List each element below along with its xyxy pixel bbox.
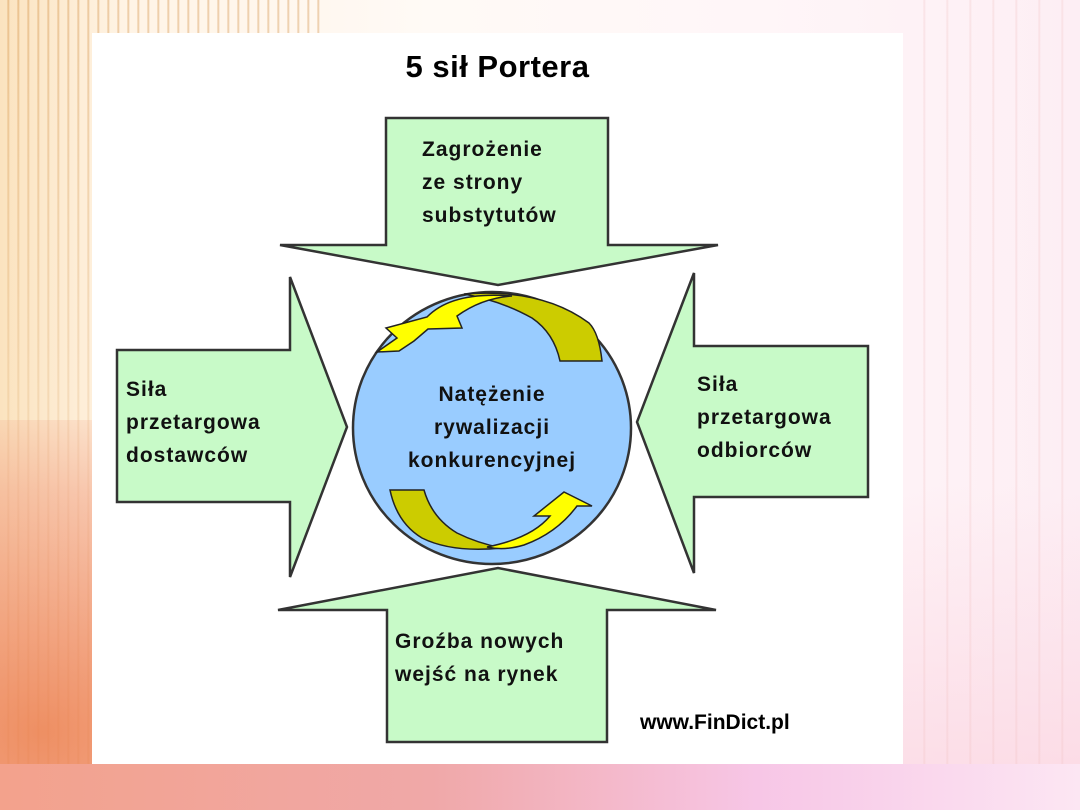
label-line: Groźba nowych (395, 630, 565, 653)
label-line: ze strony (422, 171, 524, 194)
findict-watermark: www.FinDict.pl (640, 711, 790, 734)
label-line: odbiorców (697, 439, 813, 462)
label-line: Zagrożenie (422, 138, 543, 161)
background-bottom-band (0, 764, 1080, 810)
arrow-new-entrants (277, 566, 717, 744)
label-suppliers: Siła przetargowa dostawców (126, 373, 261, 472)
slide-panel: 5 sił Portera Zagrożenie ze strony subst… (92, 33, 903, 764)
label-line: Natężenie (438, 383, 546, 406)
cycle-arrow-top-light (374, 294, 513, 353)
label-line: dostawców (126, 444, 249, 467)
label-line: konkurencyjnej (407, 449, 577, 472)
label-line: substytutów (422, 204, 557, 227)
slide-title: 5 sił Portera (405, 49, 590, 84)
label-line: Siła (697, 373, 739, 396)
label-line: rywalizacji (433, 416, 551, 439)
arrow-buyers (635, 272, 870, 574)
label-line: przetargowa (697, 406, 832, 429)
arrow-substitutes (279, 116, 719, 287)
label-line: Siła (126, 378, 168, 401)
label-line: wejść na rynek (395, 663, 559, 686)
label-rivalry: Natężenie rywalizacji konkurencyjnej (382, 378, 602, 477)
arrow-suppliers (115, 276, 349, 578)
cycle-arrow-top-dark (463, 292, 603, 362)
label-new-entrants: Groźba nowych wejść na rynek (395, 625, 564, 691)
label-buyers: Siła przetargowa odbiorców (697, 368, 832, 467)
cycle-arrow-bottom-light (486, 491, 593, 550)
label-line: przetargowa (126, 411, 261, 434)
label-substitutes: Zagrożenie ze strony substytutów (422, 133, 557, 232)
porter-diagram (115, 116, 870, 744)
background-grid-art (903, 0, 1080, 810)
